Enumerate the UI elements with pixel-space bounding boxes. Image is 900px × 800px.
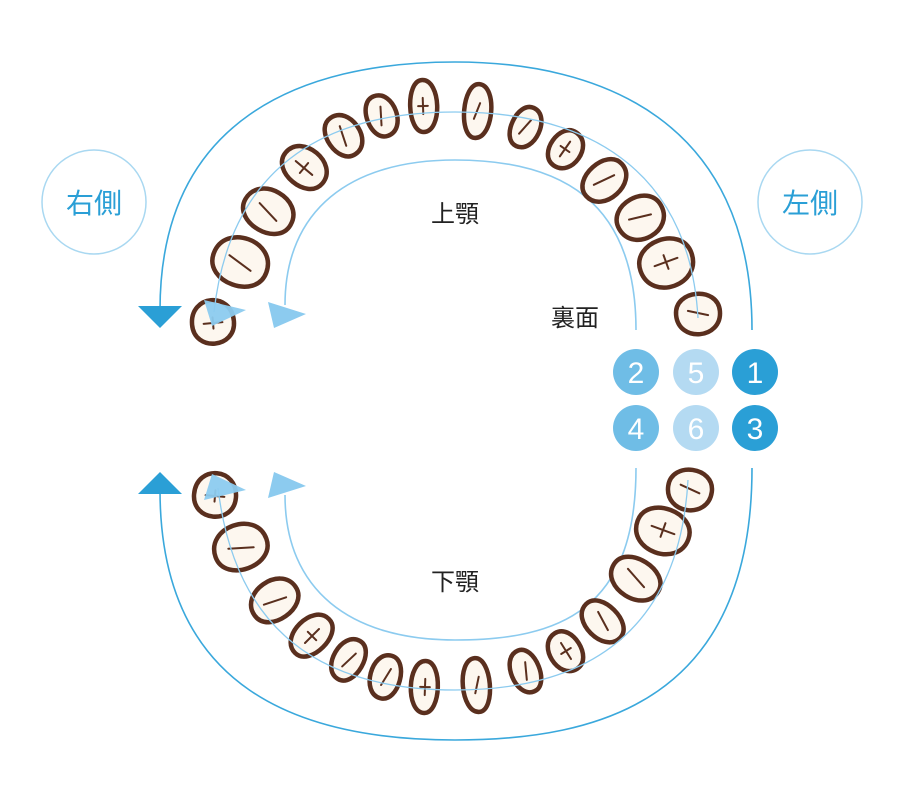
step-6-number: 6	[688, 413, 705, 446]
tooth	[240, 186, 296, 237]
upper-outer-arrowhead	[138, 306, 182, 328]
tooth	[545, 128, 586, 171]
lower-inner-arrowhead	[268, 472, 306, 498]
lower-jaw-label: 下顎	[431, 568, 479, 596]
lower-outer-arc	[159, 467, 753, 741]
right-side-label: 右側	[66, 187, 122, 220]
step-5: 5	[673, 349, 719, 395]
step-3-number: 3	[747, 413, 764, 446]
upper-jaw-label: 上顎	[431, 200, 479, 228]
tooth	[407, 77, 440, 135]
step-1: 1	[732, 349, 778, 395]
tooth	[288, 612, 335, 659]
step-6: 6	[673, 405, 719, 451]
tooth	[614, 193, 666, 243]
right-side-badge: 右側	[41, 149, 147, 255]
tooth	[665, 467, 715, 513]
step-5-number: 5	[688, 357, 705, 390]
left-side-badge: 左側	[757, 149, 863, 255]
step-4: 4	[613, 405, 659, 451]
tooth	[211, 521, 270, 573]
upper-inner-arrowhead	[268, 302, 306, 328]
step-4-number: 4	[628, 413, 645, 446]
tooth	[507, 647, 544, 695]
tooth	[363, 93, 400, 139]
tooth	[580, 156, 629, 204]
tooth	[210, 235, 271, 289]
step-1-number: 1	[747, 357, 764, 390]
tooth	[408, 658, 441, 716]
tooth	[279, 143, 329, 192]
step-2: 2	[613, 349, 659, 395]
tooth	[579, 598, 626, 645]
tooth	[367, 653, 404, 701]
back-surface-label: 裏面	[551, 304, 599, 332]
upper-teeth-guide-line	[213, 111, 699, 319]
tooth	[248, 576, 301, 625]
step-3: 3	[732, 405, 778, 451]
step-2-number: 2	[628, 357, 645, 390]
left-side-label: 左側	[782, 187, 838, 220]
upper-outer-arc	[159, 61, 753, 331]
tooth	[545, 629, 586, 674]
tooth	[637, 236, 696, 290]
lower-teeth-guide-line	[217, 479, 689, 691]
lower-tooth-arrowhead	[204, 474, 246, 500]
lower-outer-arrowhead	[138, 472, 182, 494]
upper-inner-arc	[284, 159, 637, 331]
tooth	[322, 113, 365, 159]
tooth	[461, 81, 494, 141]
tooth	[609, 554, 663, 603]
tooth	[507, 104, 544, 150]
tooth	[460, 655, 493, 715]
